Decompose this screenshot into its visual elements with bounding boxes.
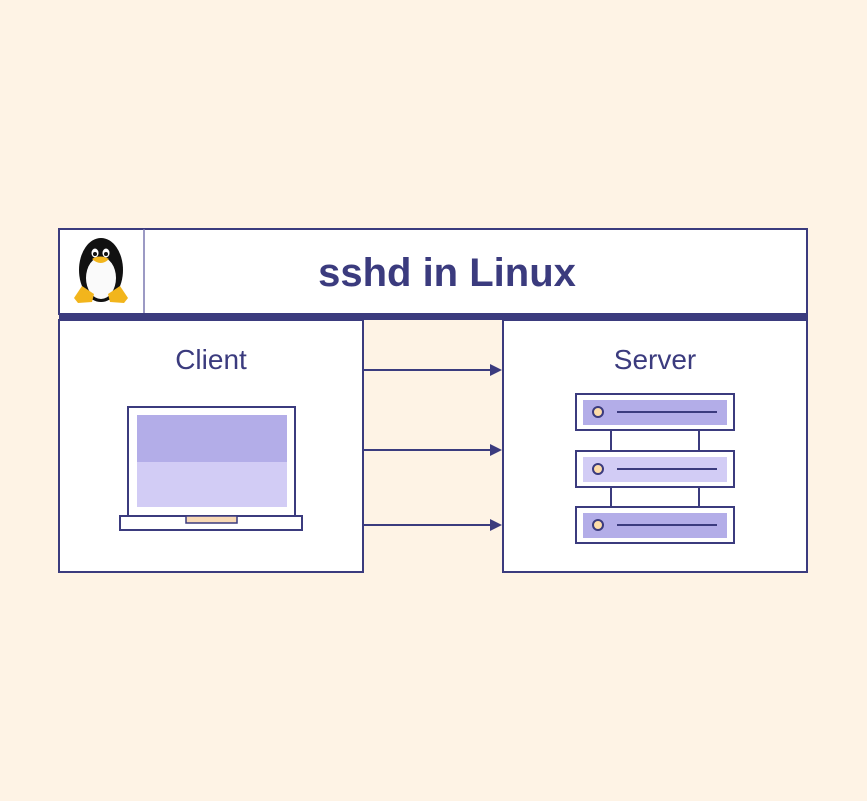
linux-penguin-icon — [74, 238, 128, 303]
title: sshd in Linux — [318, 251, 576, 295]
client-label: Client — [175, 344, 247, 375]
client-box: Client — [58, 319, 364, 573]
server-box: Server — [502, 319, 808, 573]
connection-arrows — [364, 364, 502, 531]
server-unit — [575, 506, 735, 544]
arrow-3 — [364, 519, 502, 531]
header: sshd in Linux — [58, 228, 808, 320]
header-divider — [59, 313, 808, 320]
laptop-icon — [119, 406, 303, 531]
server-rack-icon — [575, 393, 735, 544]
server-unit — [575, 393, 735, 431]
server-unit — [575, 450, 735, 488]
arrow-1 — [364, 364, 502, 376]
server-label: Server — [614, 344, 696, 375]
arrow-2 — [364, 444, 502, 456]
